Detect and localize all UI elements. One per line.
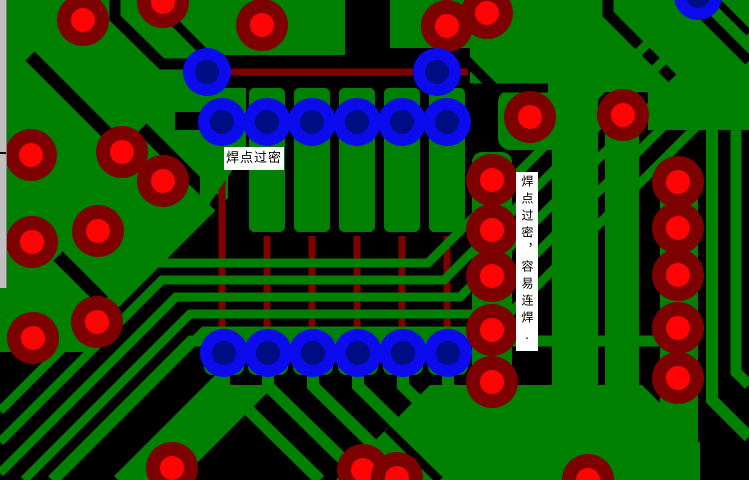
red-via	[480, 318, 504, 342]
left-edge-ruler	[0, 0, 7, 288]
red-via	[351, 458, 375, 480]
cut-corner-2	[713, 0, 749, 36]
red-via	[85, 310, 109, 334]
red-via	[475, 1, 499, 25]
blue-pad	[195, 60, 219, 84]
red-via	[385, 466, 409, 480]
blue-pad	[346, 341, 370, 365]
edge-trace-1	[706, 130, 749, 442]
red-via	[666, 366, 690, 390]
red-via	[666, 170, 690, 194]
red-via	[151, 0, 175, 14]
red-via	[666, 316, 690, 340]
red-via	[480, 370, 504, 394]
cut-channel-1	[109, 0, 306, 136]
blue-pad	[435, 110, 459, 134]
blue-pad	[390, 110, 414, 134]
blue-pad	[436, 341, 460, 365]
red-via	[20, 230, 44, 254]
cut-bottom-blob	[384, 424, 444, 480]
blue-pad	[674, 0, 722, 20]
red-via	[71, 8, 95, 32]
blue-pad	[391, 341, 415, 365]
red-via	[110, 140, 134, 164]
blue-pad	[212, 341, 236, 365]
edge-trace-2	[730, 130, 749, 389]
red-via	[666, 216, 690, 240]
cut-channel-3	[602, 0, 682, 88]
blue-pad	[301, 341, 325, 365]
ruler-tick	[0, 152, 6, 154]
bridging-annotation: 焊点过密，容易连焊.	[516, 172, 538, 351]
blue-pad	[300, 110, 324, 134]
red-via	[435, 14, 459, 38]
blue-pad	[255, 110, 279, 134]
red-via	[19, 143, 43, 167]
bundle-trace-1	[0, 21, 670, 415]
blue-pad	[686, 0, 710, 8]
blue-pad	[345, 110, 369, 134]
red-via	[480, 218, 504, 242]
blue-pad	[425, 60, 449, 84]
red-via	[151, 169, 175, 193]
red-via	[480, 264, 504, 288]
blue-pad	[210, 110, 234, 134]
blue-pad	[256, 341, 280, 365]
density-annotation: 焊点过密	[224, 147, 285, 170]
red-via	[21, 326, 45, 350]
bundle-trace-7	[114, 370, 228, 480]
red-via	[86, 219, 110, 243]
red-via	[611, 103, 635, 127]
red-via	[480, 168, 504, 192]
red-via	[250, 13, 274, 37]
red-via	[160, 456, 184, 480]
via-pad-layer	[5, 0, 722, 480]
red-via	[562, 454, 614, 480]
red-via	[576, 468, 600, 480]
red-via	[518, 105, 542, 129]
red-via	[666, 263, 690, 287]
